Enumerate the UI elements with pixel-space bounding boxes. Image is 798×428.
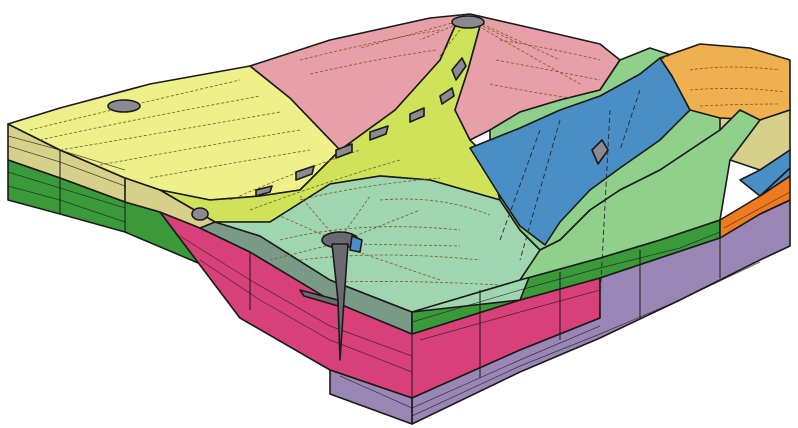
crater-icon-left-highland [108, 100, 140, 112]
crater-icon [452, 16, 484, 28]
